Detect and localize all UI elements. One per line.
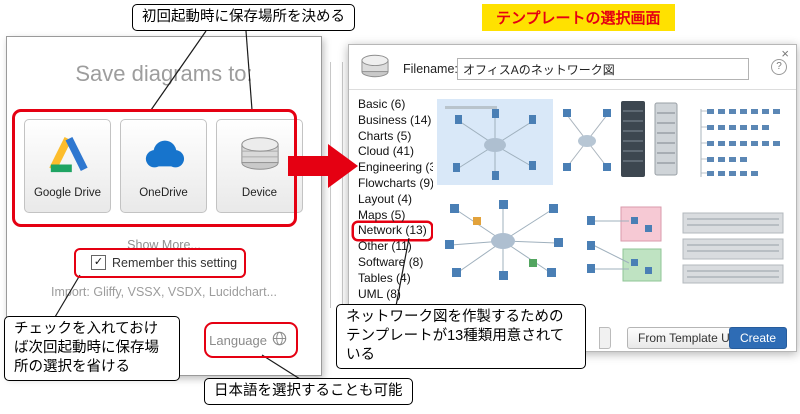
device-label: Device (241, 187, 278, 199)
background-window-edge (330, 62, 331, 308)
remember-setting-row: ✓ Remember this setting (7, 255, 321, 270)
filename-input[interactable] (457, 58, 749, 80)
storage-button-row: Google Drive OneDrive (24, 119, 303, 213)
remember-setting-label: Remember this setting (111, 255, 238, 270)
template-thumbnail-rack-table[interactable] (677, 207, 789, 291)
language-label: Language (209, 332, 267, 348)
onedrive-icon (140, 133, 188, 180)
sidebar-item-network[interactable]: Network (13) (354, 223, 431, 239)
callout-initial-save-location: 初回起動時に保存場所を決める (132, 4, 355, 31)
google-drive-label: Google Drive (33, 187, 102, 199)
diagram-file-icon (358, 52, 392, 85)
google-drive-icon (45, 133, 91, 180)
sidebar-item-uml[interactable]: UML (8) (358, 286, 401, 301)
onedrive-button[interactable]: OneDrive (120, 119, 207, 213)
device-drive-icon (237, 133, 283, 180)
callout-network-templates: ネットワーク図を作製するためのテンプレートが13種類用意されている (336, 304, 586, 369)
language-link[interactable]: Language (209, 331, 287, 349)
template-dialog: × Filename: ? Basic (6) Business (14) Ch… (348, 44, 797, 352)
category-list: Basic (6) Business (14) Charts (5) Cloud… (358, 97, 440, 302)
template-preview-area (433, 95, 790, 303)
remember-checkbox[interactable]: ✓ (90, 255, 106, 270)
template-thumbnail-rack-diagram[interactable] (691, 101, 788, 185)
sidebar-item-maps[interactable]: Maps (5) (358, 207, 406, 222)
template-thumbnail-rack-light[interactable] (653, 101, 679, 177)
save-dialog-title: Save diagrams to: (75, 61, 253, 86)
show-more-link[interactable]: Show More... (127, 238, 201, 252)
import-formats-text: Import: Gliffy, VSSX, VSDX, Lucidchart..… (50, 285, 277, 299)
partial-button-edge[interactable] (599, 327, 611, 349)
sidebar-item-other[interactable]: Other (11) (358, 239, 412, 254)
device-button[interactable]: Device (216, 119, 303, 213)
google-drive-button[interactable]: Google Drive (24, 119, 111, 213)
help-icon[interactable]: ? (771, 59, 787, 75)
sidebar-item-tables[interactable]: Tables (4) (358, 270, 411, 285)
sidebar-item-basic[interactable]: Basic (6) (358, 97, 406, 111)
template-thumbnail-network-2[interactable] (557, 101, 617, 183)
create-button[interactable]: Create (729, 327, 787, 349)
sidebar-item-software[interactable]: Software (8) (358, 254, 424, 269)
sidebar-item-flowcharts[interactable]: Flowcharts (9) (358, 175, 435, 190)
template-screen-badge: テンプレートの選択画面 (482, 4, 675, 31)
sidebar-item-cloud[interactable]: Cloud (41) (358, 144, 415, 159)
globe-icon (272, 331, 287, 349)
callout-japanese-language: 日本語を選択することも可能 (204, 378, 413, 405)
template-thumbnail-zones[interactable] (579, 201, 665, 287)
sidebar-item-charts[interactable]: Charts (5) (358, 128, 412, 143)
background-window-edge (342, 62, 343, 308)
sidebar-item-engineering[interactable]: Engineering (3) (358, 160, 441, 175)
onedrive-label: OneDrive (139, 187, 188, 199)
close-icon[interactable]: × (781, 46, 789, 61)
filename-label: Filename: (403, 62, 458, 76)
sidebar-item-business[interactable]: Business (14) (358, 112, 432, 127)
template-thumbnail-rack-dark[interactable] (619, 99, 647, 179)
template-thumbnail-network-large[interactable] (437, 195, 571, 287)
sidebar-item-layout[interactable]: Layout (4) (358, 191, 413, 206)
from-template-url-button[interactable]: From Template URL (627, 327, 757, 349)
callout-remember-checkbox: チェックを入れておけば次回起動時に保存場所の選択を省ける (4, 316, 180, 381)
dialog-divider (349, 89, 796, 90)
template-thumbnail-selected[interactable] (437, 99, 553, 185)
